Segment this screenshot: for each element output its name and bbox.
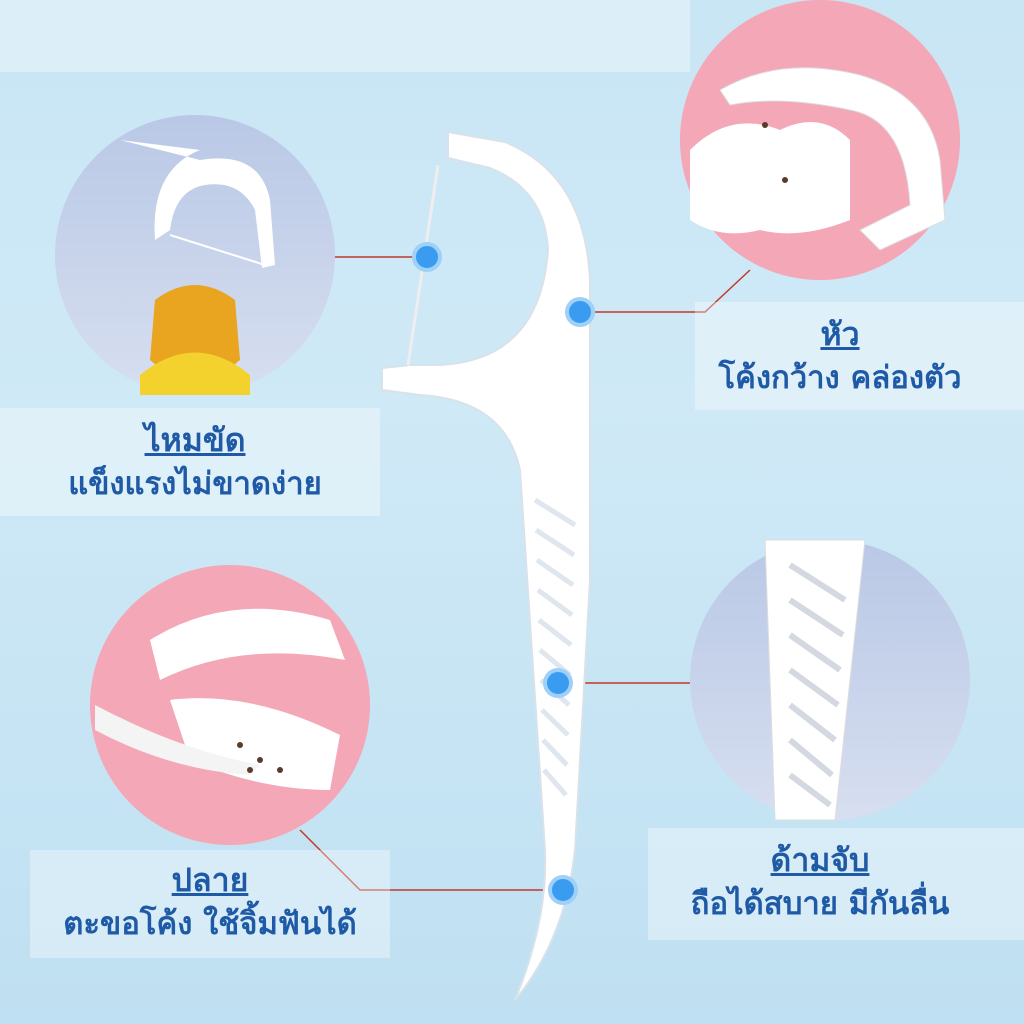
- label-band-tip: [30, 850, 390, 958]
- bg-band: [0, 0, 690, 72]
- feature-head: หัว โค้งกว้าง คล่องตัว: [660, 312, 1020, 400]
- feature-handle: ด้ามจับ ถือได้สบาย มีกันลื่น: [640, 838, 1000, 926]
- label-band-handle: [648, 828, 1024, 940]
- marker-floss: [412, 242, 442, 272]
- feature-tip: ปลาย ตะขอโค้ง ใช้จิ้มฟันได้: [30, 858, 390, 946]
- feature-desc: โค้งกว้าง คล่องตัว: [718, 360, 962, 396]
- feature-title: ด้ามจับ: [770, 841, 870, 879]
- detail-circle-floss: [55, 115, 335, 395]
- marker-tip: [548, 875, 578, 905]
- label-band-floss: [0, 408, 380, 516]
- detail-circle-handle: [690, 539, 970, 821]
- feature-floss: ไหมขัด แข็งแรงไม่ขาดง่าย: [20, 418, 370, 506]
- feature-title: หัว: [820, 315, 860, 353]
- feature-title: ไหมขัด: [144, 421, 246, 459]
- feature-desc: ตะขอโค้ง ใช้จิ้มฟันได้: [63, 906, 357, 942]
- label-band-head: [695, 302, 1024, 410]
- feature-desc: ถือได้สบาย มีกันลื่น: [690, 886, 950, 922]
- marker-handle: [543, 668, 573, 698]
- feature-desc: แข็งแรงไม่ขาดง่าย: [68, 466, 322, 502]
- marker-head: [565, 297, 595, 327]
- detail-circle-tip: [90, 565, 370, 845]
- detail-circle-head: [680, 0, 960, 280]
- marker-dots: [412, 242, 595, 905]
- feature-title: ปลาย: [171, 861, 249, 899]
